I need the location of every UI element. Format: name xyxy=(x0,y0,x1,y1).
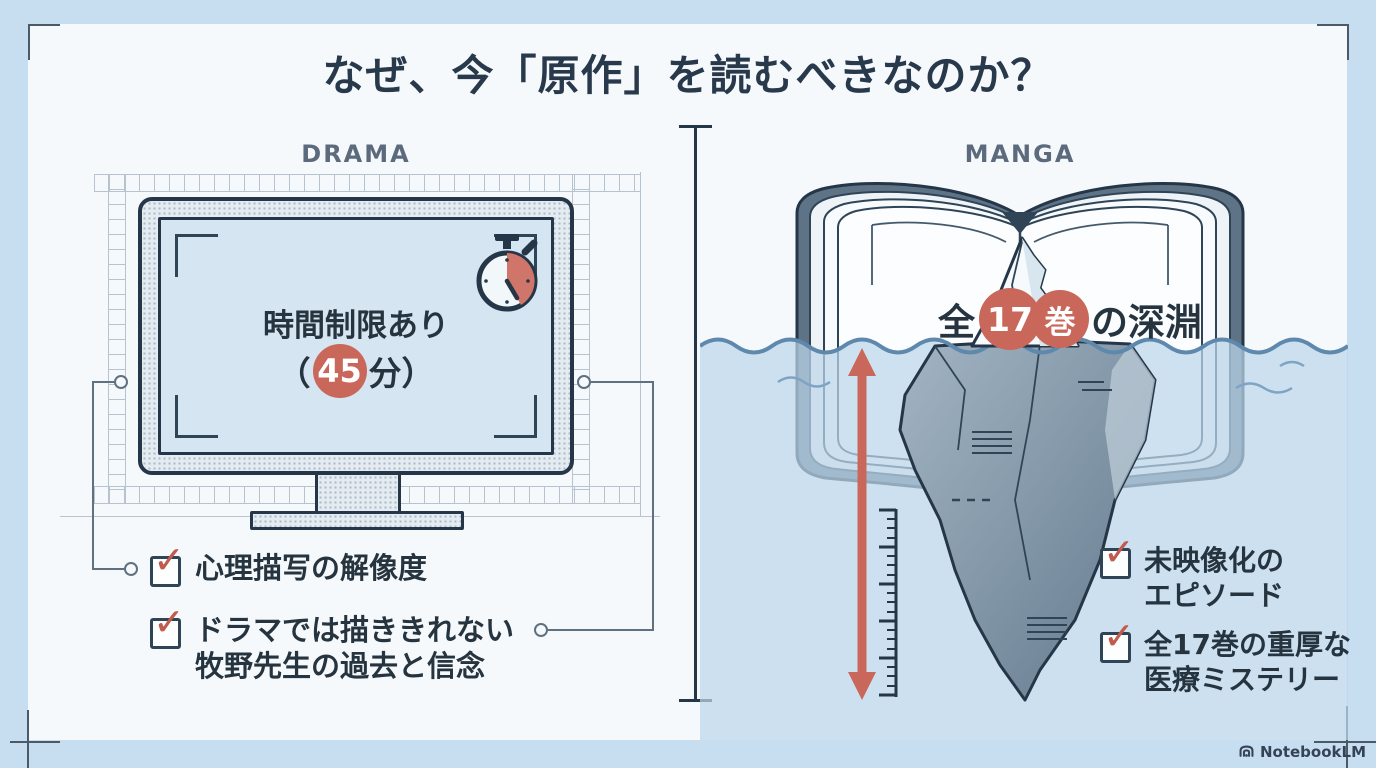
time-limit-minutes: （ 45 分） xyxy=(161,340,551,402)
depth-ruler xyxy=(879,508,898,697)
checkmark-icon: ✓ xyxy=(1103,614,1135,658)
callout-line xyxy=(548,629,654,631)
tv-screen: 時間制限あり （ 45 分） xyxy=(158,217,554,455)
notebooklm-logo xyxy=(1239,745,1254,757)
callout-node xyxy=(534,623,548,637)
crosshair-bottom-right xyxy=(1314,741,1376,743)
page-title: なぜ、今「原作」を読むべきなのか？ xyxy=(322,51,1054,100)
blueprint-ruler-right xyxy=(572,174,590,504)
viewfinder-bracket-icon xyxy=(494,395,537,438)
check-item-label: 全17巻の重厚な xyxy=(1144,628,1351,661)
stopwatch-icon xyxy=(476,234,538,312)
check-item-label: 心理描写の解像度 xyxy=(195,551,428,585)
depth-arrow xyxy=(848,348,876,700)
checkmark-icon: ✓ xyxy=(153,538,185,582)
tv-monitor: 時間制限あり （ 45 分） xyxy=(138,197,574,475)
callout-node xyxy=(124,562,138,576)
center-divider-line xyxy=(694,127,697,701)
drama-section-label: DRAMA xyxy=(301,140,411,168)
tv-stand-neck xyxy=(315,475,401,516)
checkbox-icon: ✓ xyxy=(1100,533,1135,579)
callout-line xyxy=(92,568,126,570)
brand-name: NotebookLM xyxy=(1259,743,1366,761)
check-item-label: ドラマでは描ききれない xyxy=(195,613,515,647)
check-item-label: 未映像化の xyxy=(1144,544,1285,577)
callout-line xyxy=(652,381,654,631)
crosshair-bottom-left xyxy=(27,710,29,768)
manga-section-label: MANGA xyxy=(964,140,1076,168)
iceberg-underwater xyxy=(898,338,1157,702)
viewfinder-bracket-icon xyxy=(175,395,218,438)
blueprint-ruler-left xyxy=(108,174,126,504)
corner-mark-top-left xyxy=(28,24,60,60)
manga-check-item-2: ✓ 全17巻の重厚な 医療ミステリー xyxy=(1100,617,1351,697)
callout-line xyxy=(92,381,94,569)
paren-close: 分） xyxy=(368,354,435,393)
caption-suffix: の深淵 xyxy=(1091,301,1202,344)
crosshair-bottom-left xyxy=(10,741,60,743)
volume-count-badge: 17 xyxy=(979,288,1041,350)
check-item-label: 医療ミステリー xyxy=(1144,663,1341,696)
blueprint-ruler-top xyxy=(94,174,640,192)
wave-accents xyxy=(777,360,1305,394)
drama-check-item-1: ✓ 心理描写の解像度 xyxy=(150,541,427,587)
check-item-label: 牧野先生の過去と信念 xyxy=(195,649,486,683)
check-item-label: エピソード xyxy=(1144,579,1285,612)
volume-counter-badge: 巻 xyxy=(1031,290,1089,348)
minutes-badge: 45 xyxy=(312,344,367,398)
paren-open: （ xyxy=(277,354,311,393)
checkbox-icon: ✓ xyxy=(150,603,185,649)
viewfinder-bracket-icon xyxy=(175,234,218,277)
tv-stand-base xyxy=(250,511,464,530)
manga-check-item-1: ✓ 未映像化の エピソード xyxy=(1100,533,1285,613)
checkmark-icon: ✓ xyxy=(1103,530,1135,574)
brand-footer: NotebookLM xyxy=(1238,743,1366,761)
corner-mark-top-right xyxy=(1317,24,1349,60)
manga-caption: 全 17 巻 の深淵 xyxy=(820,287,1320,351)
time-limit-text: 時間制限あり xyxy=(263,308,449,344)
checkmark-icon: ✓ xyxy=(153,600,185,644)
divider-top-cap xyxy=(679,125,712,128)
divider-bottom-cap xyxy=(679,699,712,702)
blueprint-rail xyxy=(640,172,641,516)
checkbox-icon: ✓ xyxy=(1100,617,1135,663)
callout-node xyxy=(577,375,591,389)
callout-node xyxy=(114,375,128,389)
checkbox-icon: ✓ xyxy=(150,541,185,587)
callout-line xyxy=(591,381,654,383)
drama-check-item-2: ✓ ドラマでは描ききれない 牧野先生の過去と信念 xyxy=(150,603,514,684)
callout-line xyxy=(92,381,118,383)
caption-prefix: 全 xyxy=(938,301,975,344)
